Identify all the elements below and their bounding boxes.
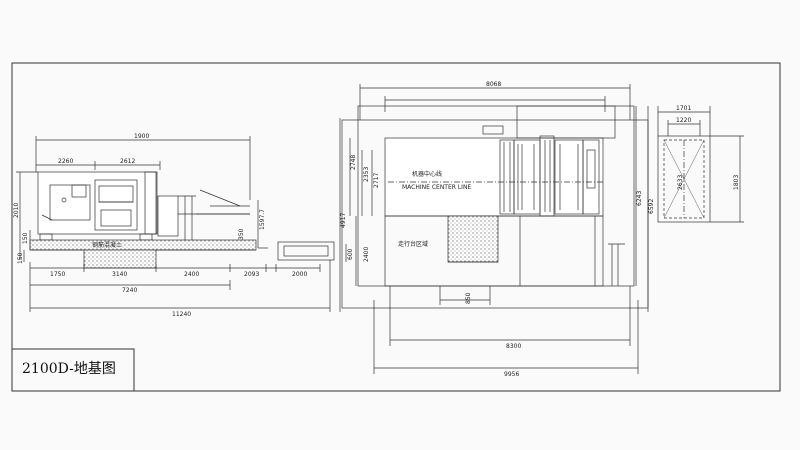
front-view-labels: 1900 2260 2612 2010 150 150 350 1597.7 钢… bbox=[13, 133, 307, 318]
side-unit bbox=[657, 135, 711, 223]
side-view-labels: 1701 1220 2633 1803 bbox=[676, 105, 740, 190]
dim-front-seg-a: 2260 bbox=[58, 158, 73, 165]
dim-front-right-b: 1597.7 bbox=[259, 209, 266, 230]
dim-plan-right-b: 6592 bbox=[648, 199, 655, 214]
dim-plan-bottom-b: 9956 bbox=[504, 371, 519, 378]
dim-front-bottom-c: 2400 bbox=[184, 271, 199, 278]
dim-front-bottom-d: 2093 bbox=[244, 271, 259, 278]
dim-front-seg-b: 2612 bbox=[120, 158, 135, 165]
dim-plan-left-b: 2353 bbox=[363, 167, 370, 182]
pit-area bbox=[447, 215, 499, 263]
dim-plan-left-f: 600 bbox=[347, 248, 354, 260]
center-line-cn: 机器中心线 bbox=[412, 170, 442, 178]
dim-front-bottom-a: 1750 bbox=[50, 271, 65, 278]
dim-front-right-a: 350 bbox=[238, 228, 245, 240]
dim-plan-mid-gap: 850 bbox=[465, 292, 472, 304]
dim-side-inner-height: 2633 bbox=[677, 175, 684, 190]
foundation-pit bbox=[83, 249, 157, 269]
title-block: 2100D-地基图 bbox=[11, 348, 135, 392]
work-area-label: 走行台区域 bbox=[398, 240, 428, 248]
dim-front-h-left: 150 bbox=[22, 232, 29, 244]
foundation-slab bbox=[29, 239, 257, 251]
dim-plan-right-a: 6243 bbox=[636, 191, 643, 206]
dim-side-outer-height: 1803 bbox=[733, 175, 740, 190]
dim-front-bottom-f: 7240 bbox=[122, 287, 137, 294]
dim-front-bottom-b: 3140 bbox=[112, 271, 127, 278]
dim-plan-left-d: 4917 bbox=[340, 213, 347, 228]
delivery-pit bbox=[277, 241, 335, 261]
dim-front-top: 1900 bbox=[134, 133, 149, 140]
machine-body bbox=[37, 171, 157, 235]
dim-front-overall: 11240 bbox=[172, 311, 191, 318]
dim-front-height: 2010 bbox=[13, 203, 20, 218]
machine-outline bbox=[384, 137, 604, 217]
drawing-title: 2100D-地基图 bbox=[22, 360, 116, 377]
plan-view bbox=[339, 84, 649, 374]
dim-plan-left-e: 2400 bbox=[363, 247, 370, 262]
center-line-en: MACHINE CENTER LINE bbox=[402, 184, 471, 191]
dim-side-top-inner: 1220 bbox=[676, 117, 691, 124]
dim-plan-top: 8068 bbox=[486, 81, 501, 88]
dim-side-top-outer: 1701 bbox=[676, 105, 691, 112]
foundation-label: 钢筋混凝土 bbox=[92, 241, 122, 249]
dim-front-h-base: 150 bbox=[17, 252, 24, 264]
drawing-frame bbox=[11, 62, 781, 392]
dim-plan-left-c: 2717 bbox=[373, 173, 380, 188]
side-view bbox=[657, 106, 744, 223]
dim-front-bottom-e: 2000 bbox=[292, 271, 307, 278]
dim-plan-left-a: 2748 bbox=[350, 155, 357, 170]
plan-view-labels: 8068 机器中心线 MACHINE CENTER LINE 走行台区域 274… bbox=[340, 81, 655, 378]
dim-plan-bottom-a: 8300 bbox=[506, 343, 521, 350]
front-view bbox=[16, 136, 335, 312]
